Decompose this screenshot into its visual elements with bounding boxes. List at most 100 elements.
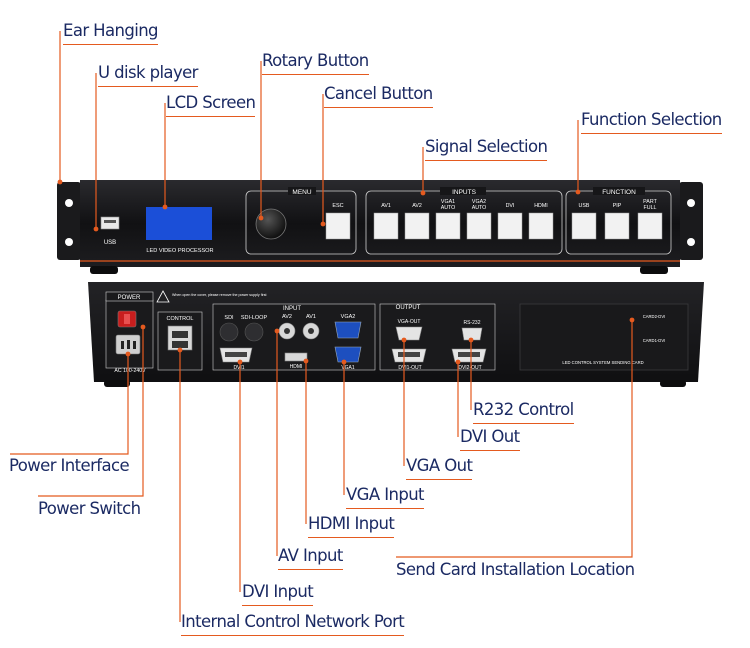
input-button-vga2-auto[interactable] — [466, 212, 492, 240]
rs232-label: RS-232 — [464, 320, 481, 326]
callout-av-input: AV Input — [278, 546, 343, 570]
callout-send-card-location: Send Card Installation Location — [396, 560, 635, 580]
sdi-loop-label: SDI-LOOP — [241, 315, 268, 321]
callout-underline — [425, 159, 548, 161]
callout-rs232-control: R232 Control — [473, 400, 574, 424]
rear-foot — [104, 380, 130, 387]
callout-text: Rotary Button — [262, 51, 369, 70]
dvi2-out-label: DVI2-OUT — [458, 365, 481, 371]
function-button-part-full[interactable] — [637, 212, 663, 240]
callout-text: LCD Screen — [166, 93, 256, 112]
callout-power-switch: Power Switch — [38, 499, 141, 519]
front-panel: USB LED VIDEO PROCESSOR MENU ESC INPUTS … — [57, 180, 703, 274]
front-foot — [640, 266, 668, 274]
input-button-dvi[interactable] — [497, 212, 523, 240]
power-module — [105, 299, 154, 369]
callout-underline — [242, 604, 314, 606]
rs232-port[interactable] — [461, 327, 483, 341]
vga1-port[interactable] — [334, 346, 362, 363]
callout-vga-input: VGA Input — [346, 485, 425, 509]
sdi-port[interactable] — [219, 322, 239, 342]
callout-text: AV Input — [278, 546, 343, 565]
callout-text: Ear Hanging — [63, 21, 159, 40]
vga-out-label: VGA-OUT — [398, 319, 421, 325]
callout-hdmi-input: HDMI Input — [308, 514, 395, 538]
callout-underline — [581, 132, 722, 134]
function-button-pip-label: PIP — [613, 203, 622, 209]
callout-underline — [166, 115, 256, 117]
function-button-pip[interactable] — [604, 212, 630, 240]
function-button-usb[interactable] — [571, 212, 597, 240]
callout-underline — [346, 507, 424, 509]
callout-text: Signal Selection — [425, 137, 548, 156]
power-rating: AC 100-240V — [114, 368, 146, 374]
callout-underline — [278, 568, 343, 570]
input-button-av2[interactable] — [404, 212, 430, 240]
input-button-av1[interactable] — [373, 212, 399, 240]
leader-send-card — [396, 320, 633, 558]
front-foot — [90, 266, 118, 274]
input-button-vga1-auto-label: VGA1 — [441, 199, 455, 205]
input-button-av2-label: AV2 — [412, 203, 422, 209]
callout-text: VGA Out — [406, 456, 473, 475]
callout-power-interface: Power Interface — [9, 456, 130, 476]
esc-button[interactable] — [325, 212, 351, 240]
output-block-title: OUTPUT — [396, 305, 421, 311]
callout-text: DVI Out — [460, 427, 520, 446]
callout-text: HDMI Input — [308, 514, 395, 533]
callout-vga-out: VGA Out — [406, 456, 473, 480]
vga-out-port[interactable] — [395, 326, 423, 341]
callout-ear-hanging: Ear Hanging — [63, 21, 159, 45]
input-button-vga1-auto[interactable] — [435, 212, 461, 240]
callout-u-disk-player: U disk player — [98, 63, 198, 87]
lcd-screen — [146, 207, 212, 240]
input-block-title: INPUT — [283, 306, 301, 312]
hdmi-label: HDMI — [290, 364, 303, 370]
usb-port-label: USB — [104, 240, 116, 246]
right-rack-ear — [679, 182, 703, 260]
function-group-title: FUNCTION — [602, 189, 636, 196]
sdi-loop-port[interactable] — [244, 322, 264, 342]
callout-function-selection: Function Selection — [581, 110, 722, 134]
av1-label: AV1 — [306, 314, 316, 320]
input-button-hdmi-label: HDMI — [534, 203, 548, 209]
callout-underline — [308, 536, 395, 538]
card1-label: CARD1-DVI — [643, 338, 666, 343]
leader-power-interface — [10, 354, 129, 455]
rotary-knob[interactable] — [255, 208, 287, 240]
input-button-vga1-auto-label: AUTO — [441, 205, 456, 211]
send-card-bay — [519, 303, 689, 371]
menu-group-title: MENU — [292, 189, 311, 196]
callout-underline — [63, 43, 158, 45]
callout-text: R232 Control — [473, 400, 574, 419]
input-button-av1-label: AV1 — [381, 203, 391, 209]
callout-underline — [324, 106, 433, 108]
callout-underline — [460, 449, 520, 451]
callout-text: Cancel Button — [324, 84, 433, 103]
callout-underline — [98, 85, 198, 87]
dvi1-label: DVI1 — [233, 365, 244, 371]
leader-lines — [10, 31, 633, 622]
inputs-group-title: INPUTS — [452, 189, 477, 196]
leader-dots — [57, 179, 635, 365]
callout-lcd-screen: LCD Screen — [166, 93, 256, 117]
lcd-caption: LED VIDEO PROCESSOR — [146, 248, 213, 254]
power-title: POWER — [118, 295, 141, 301]
vga2-port[interactable] — [334, 321, 362, 339]
function-button-part-full-label: PART — [643, 199, 657, 205]
ear-hole — [687, 238, 695, 246]
left-rack-ear — [57, 182, 81, 260]
sdi-label: SDI — [224, 315, 234, 321]
input-button-hdmi[interactable] — [528, 212, 554, 240]
callout-underline — [181, 634, 405, 636]
callout-text: Power Interface — [9, 456, 130, 475]
input-button-dvi-label: DVI — [506, 203, 515, 209]
callout-underline — [473, 422, 574, 424]
hdmi-port[interactable] — [284, 352, 308, 362]
callout-text: Internal Control Network Port — [181, 612, 405, 631]
callout-text: Power Switch — [38, 499, 141, 518]
function-button-part-full-label: FULL — [644, 205, 657, 211]
callout-dvi-out: DVI Out — [460, 427, 520, 451]
